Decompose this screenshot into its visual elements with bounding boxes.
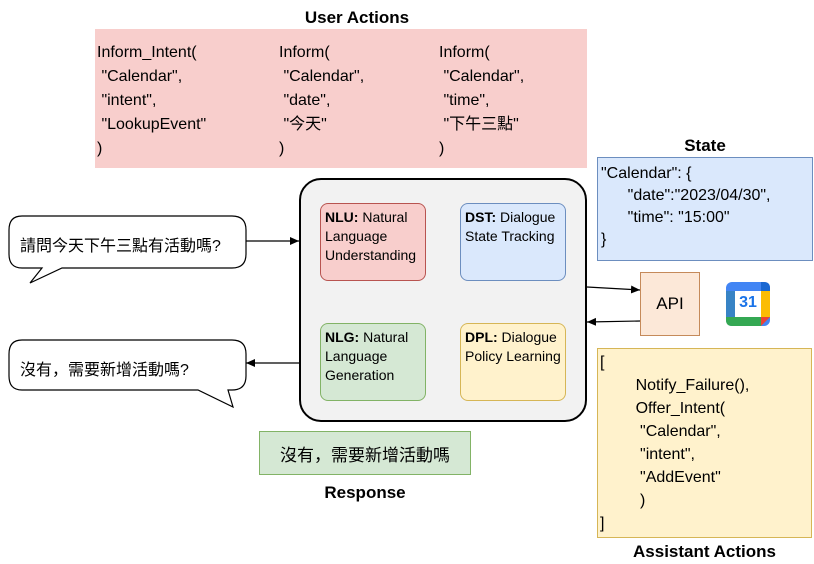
- calendar-icon: 31: [726, 282, 770, 326]
- assistant-actions-title: Assistant Actions: [633, 542, 776, 561]
- state-box: "Calendar": { "date":"2023/04/30", "time…: [597, 157, 813, 261]
- user-utterance: 請問今天下午三點有活動嗎?: [20, 238, 221, 255]
- user-actions-title: User Actions: [304, 8, 410, 27]
- nlg-abbr: NLG:: [325, 329, 360, 345]
- state-content: "Calendar": { "date":"2023/04/30", "time…: [601, 165, 771, 248]
- nlg-module: NLG: Natural Language Generation: [320, 323, 426, 401]
- user-action-inform-time: Inform( "Calendar", "time", "下午三點" ): [439, 44, 525, 157]
- user-speech-bubble: [8, 215, 247, 284]
- state-title: State: [684, 136, 726, 155]
- user-actions-box: Inform_Intent( "Calendar", "intent", "Lo…: [95, 29, 587, 168]
- assistant-actions-box: [ Notify_Failure(), Offer_Intent( "Calen…: [597, 348, 812, 538]
- system-speech-bubble: [8, 339, 247, 409]
- dpl-module: DPL: Dialogue Policy Learning: [460, 323, 566, 401]
- system-utterance: 沒有，需要新增活動嗎?: [20, 362, 189, 379]
- nlu-module: NLU: Natural Language Understanding: [320, 203, 426, 281]
- nlu-text: Natural Language Understanding: [325, 209, 417, 263]
- dpl-abbr: DPL:: [465, 329, 498, 345]
- assistant-actions-content: [ Notify_Failure(), Offer_Intent( "Calen…: [600, 354, 750, 532]
- nlu-abbr: NLU:: [325, 209, 359, 225]
- arrow-from-api: [586, 317, 641, 326]
- dst-abbr: DST:: [465, 209, 497, 225]
- dst-module: DST: Dialogue State Tracking: [460, 203, 566, 281]
- dpl-text: Dialogue Policy Learning: [465, 329, 561, 364]
- dst-text: Dialogue State Tracking: [465, 209, 556, 244]
- api-label: API: [656, 294, 684, 313]
- nlg-text: Natural Language Generation: [325, 329, 409, 383]
- user-action-inform-date: Inform( "Calendar", "date", "今天" ): [279, 44, 365, 157]
- response-title: Response: [324, 483, 406, 502]
- arrow-to-api: [586, 285, 641, 294]
- api-box: API: [640, 272, 700, 336]
- response-text: 沒有，需要新增活動嗎: [280, 445, 450, 465]
- response-box: 沒有，需要新增活動嗎: [259, 431, 471, 475]
- calendar-icon-number: 31: [739, 294, 757, 311]
- user-action-inform-intent: Inform_Intent( "Calendar", "intent", "Lo…: [97, 44, 207, 157]
